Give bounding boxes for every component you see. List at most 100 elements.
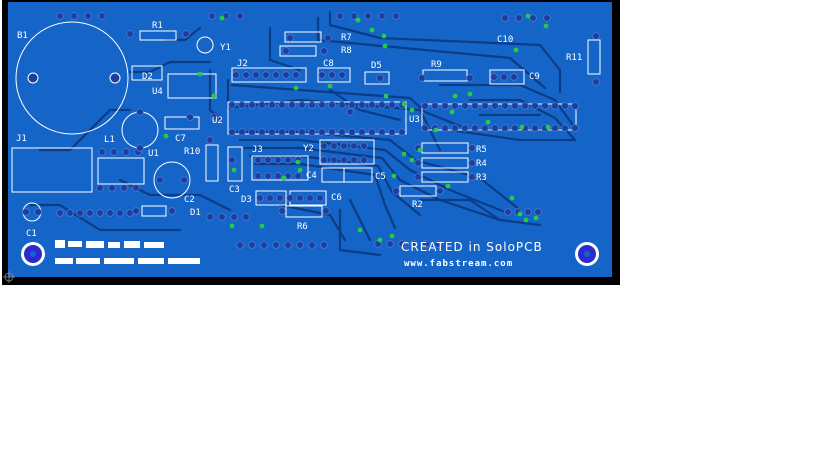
label-c4: C4: [306, 171, 317, 181]
pad: [288, 128, 296, 136]
label-r1: R1: [152, 21, 163, 31]
pad: [248, 128, 256, 136]
label-j2: J2: [237, 59, 248, 69]
pad: [531, 102, 539, 110]
pad: [298, 101, 306, 109]
pad: [208, 12, 216, 20]
pad: [236, 241, 244, 249]
label-u1: U1: [148, 149, 159, 159]
pad: [441, 124, 449, 132]
pad: [340, 142, 348, 150]
pad: [242, 213, 250, 221]
via: [401, 151, 407, 157]
mount-hole-left: [21, 242, 45, 266]
label-j3: J3: [252, 145, 263, 155]
pad: [431, 102, 439, 110]
label-d5: D5: [371, 61, 382, 71]
pad: [368, 128, 376, 136]
pad: [392, 12, 400, 20]
pad: [242, 71, 250, 79]
pad: [86, 209, 94, 217]
pad: [258, 101, 266, 109]
via: [369, 27, 375, 33]
pad: [340, 156, 348, 164]
via: [327, 83, 333, 89]
pad: [218, 213, 226, 221]
label-c2: C2: [184, 195, 195, 205]
label-c10: C10: [497, 35, 513, 45]
pad: [156, 176, 164, 184]
pad: [324, 34, 332, 42]
pad: [368, 101, 376, 109]
pad: [232, 71, 240, 79]
via: [533, 215, 539, 221]
via: [409, 107, 415, 113]
pad: [436, 187, 444, 195]
pad: [258, 128, 266, 136]
label-u3: U3: [409, 115, 420, 125]
pad: [320, 142, 328, 150]
pad: [348, 101, 356, 109]
pad: [320, 156, 328, 164]
pad: [254, 156, 262, 164]
via: [377, 237, 383, 243]
pad: [500, 73, 508, 81]
via: [433, 127, 439, 133]
pad: [358, 128, 366, 136]
pad: [182, 30, 190, 38]
pad: [288, 101, 296, 109]
pad: [481, 124, 489, 132]
pad: [256, 194, 264, 202]
pad: [284, 156, 292, 164]
pad: [278, 207, 286, 215]
pad: [421, 102, 429, 110]
pad: [451, 102, 459, 110]
via: [381, 33, 387, 39]
pad: [471, 124, 479, 132]
label-y1: Y1: [220, 43, 231, 53]
via: [355, 17, 361, 23]
pad: [468, 159, 476, 167]
pad: [461, 102, 469, 110]
pad: [96, 209, 104, 217]
pad: [306, 194, 314, 202]
pad: [571, 124, 579, 132]
pad: [254, 172, 262, 180]
mount-hole-right: [575, 242, 599, 266]
pad: [511, 124, 519, 132]
pad: [481, 102, 489, 110]
via: [295, 159, 301, 165]
pad: [206, 213, 214, 221]
pad: [126, 30, 134, 38]
pad: [471, 102, 479, 110]
pad: [531, 124, 539, 132]
pad: [524, 208, 532, 216]
pad: [529, 14, 537, 22]
pad: [122, 148, 130, 156]
label-r7: R7: [341, 33, 352, 43]
pad: [491, 102, 499, 110]
pad: [278, 128, 286, 136]
pad: [410, 240, 418, 248]
pad: [206, 136, 214, 144]
pad: [266, 194, 274, 202]
pad: [308, 241, 316, 249]
pad: [328, 128, 336, 136]
header-j2-outline: [231, 67, 307, 83]
pad: [346, 108, 354, 116]
pad: [296, 241, 304, 249]
label-r8: R8: [341, 46, 352, 56]
via: [401, 101, 407, 107]
via: [517, 211, 523, 217]
pad: [228, 101, 236, 109]
via: [383, 93, 389, 99]
pad: [276, 194, 284, 202]
via: [197, 71, 203, 77]
via: [449, 109, 455, 115]
via: [452, 93, 458, 99]
label-r2: R2: [412, 200, 423, 210]
pad: [108, 184, 116, 192]
pad: [336, 12, 344, 20]
vias: [163, 13, 551, 243]
